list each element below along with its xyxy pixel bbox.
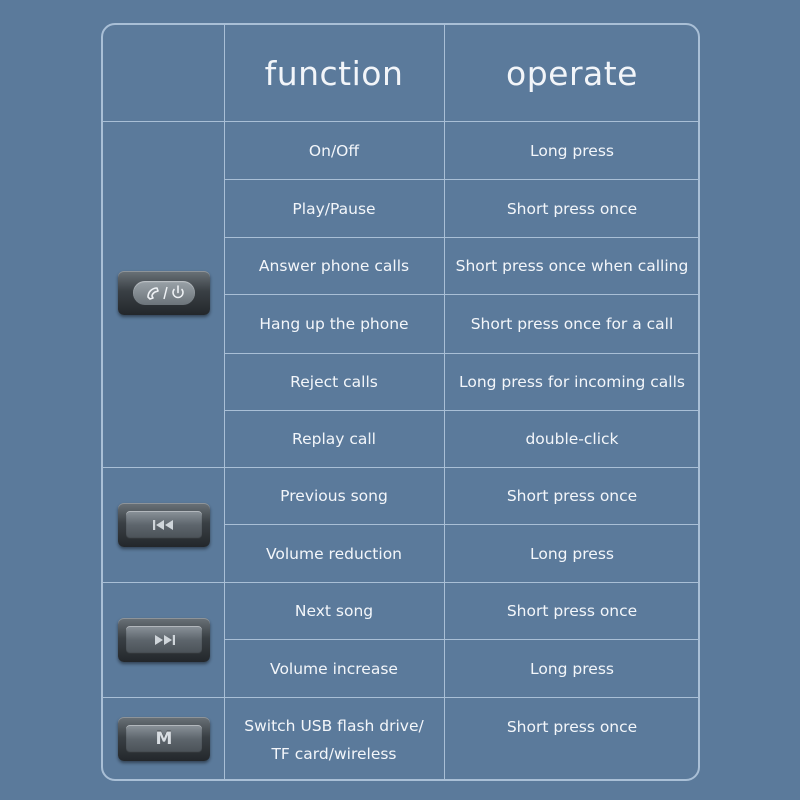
next-track-button: [118, 618, 210, 662]
row-divider: [224, 294, 698, 295]
previous-track-icon: [126, 511, 202, 539]
function-cell: Switch USB flash drive/ TF card/wireless: [244, 716, 424, 763]
column-divider: [224, 25, 225, 779]
operate-cell: Short press once when calling: [455, 257, 689, 275]
function-cell: Hang up the phone: [259, 315, 409, 333]
operate-cell: Short press once: [506, 487, 638, 505]
function-cell: Reject calls: [290, 373, 378, 391]
header-divider: [103, 121, 698, 122]
operate-cell: Short press once: [506, 717, 638, 736]
row-divider: [224, 639, 698, 640]
next-track-icon: [126, 626, 202, 654]
function-cell: Volume increase: [270, 659, 398, 678]
header-function: function: [264, 54, 404, 93]
column-divider: [444, 25, 445, 779]
operate-cell: Short press once: [506, 199, 638, 218]
function-cell: Next song: [294, 602, 374, 620]
row-divider: [224, 237, 698, 238]
function-cell: Volume reduction: [265, 544, 403, 563]
row-divider: [224, 410, 698, 411]
function-table: function operate On/Off Long press Play/…: [101, 23, 700, 781]
mode-button: M: [118, 717, 210, 761]
function-cell: On/Off: [308, 141, 360, 160]
phone-power-button: [118, 271, 210, 315]
header-operate: operate: [506, 54, 638, 93]
operate-cell: double-click: [525, 430, 619, 448]
group-divider: [103, 697, 698, 698]
group-divider: [103, 582, 698, 583]
operate-cell: Long press: [530, 659, 614, 678]
operate-cell: Long press: [530, 544, 614, 563]
group-divider: [103, 467, 698, 468]
operate-cell: Long press: [530, 141, 614, 160]
row-divider: [224, 353, 698, 354]
row-divider: [224, 179, 698, 180]
mode-button-icon: M: [126, 725, 202, 753]
operate-cell: Short press once: [506, 602, 638, 620]
row-divider: [224, 524, 698, 525]
function-cell: Replay call: [292, 430, 376, 448]
phone-power-button-icon: [133, 281, 195, 305]
function-cell: Play/Pause: [292, 199, 376, 218]
function-cell: Previous song: [280, 487, 388, 505]
operate-cell: Short press once for a call: [470, 315, 674, 333]
function-cell: Answer phone calls: [258, 257, 410, 275]
operate-cell: Long press for incoming calls: [459, 373, 685, 391]
previous-track-button: [118, 503, 210, 547]
mode-button-label: M: [155, 729, 173, 749]
